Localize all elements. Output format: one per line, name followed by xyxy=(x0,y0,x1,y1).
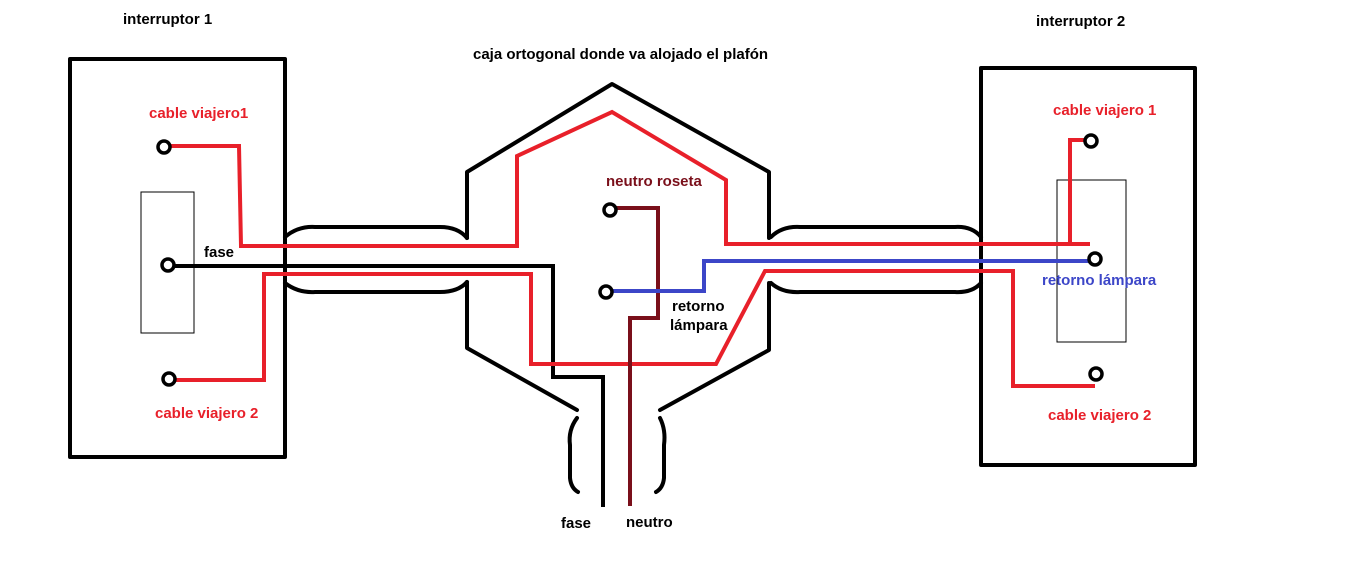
wire-retorno-lampara xyxy=(607,259,1094,293)
terminal-fase-left xyxy=(160,257,176,273)
terminal-viajero2-right xyxy=(1088,366,1104,382)
wire-neutro-roseta xyxy=(611,206,660,506)
terminal-viajero1-right xyxy=(1083,133,1099,149)
conduit-right-top xyxy=(769,224,983,239)
wire-cable-viajero-2 xyxy=(170,269,1095,388)
label-interruptor-1: interruptor 1 xyxy=(123,11,212,28)
label-neutro-bottom: neutro xyxy=(626,514,673,531)
central-box-left xyxy=(465,82,771,240)
terminal-neutro-roseta xyxy=(602,202,618,218)
switch-1-body xyxy=(140,191,195,334)
switch-box-1 xyxy=(68,57,287,459)
label-retorno-lampara-right: retorno lámpara xyxy=(1042,272,1157,289)
label-interruptor-2: interruptor 2 xyxy=(1036,13,1125,30)
terminal-viajero1-left xyxy=(156,139,172,155)
label-caja-title: caja ortogonal donde va alojado el plafó… xyxy=(473,46,768,63)
label-cable-viajero1-right: cable viajero 1 xyxy=(1053,102,1156,119)
label-cable-viajero1-left: cable viajero1 xyxy=(149,105,248,122)
conduit-left-bottom xyxy=(283,280,469,295)
central-box-right-lower xyxy=(658,281,771,412)
wire-fase xyxy=(168,264,605,507)
terminal-viajero2-left xyxy=(161,371,177,387)
label-fase-bottom: fase xyxy=(561,515,591,532)
terminal-retorno-right xyxy=(1087,251,1103,267)
label-neutro-roseta: neutro roseta xyxy=(606,173,703,190)
label-cable-viajero2-right: cable viajero 2 xyxy=(1048,407,1151,424)
central-box-left-lower xyxy=(465,280,579,412)
wire-cable-viajero-1 xyxy=(165,109,1090,248)
conduit-bottom-left xyxy=(567,416,580,494)
switch-box-2 xyxy=(979,66,1197,467)
label-cable-viajero2-left: cable viajero 2 xyxy=(155,405,258,422)
conduit-left-top xyxy=(283,224,469,240)
label-retorno-lampara-center-1: retorno xyxy=(672,298,725,315)
conduit-right-bottom xyxy=(769,281,983,295)
terminal-retorno-center xyxy=(598,284,614,300)
label-fase-left: fase xyxy=(204,244,234,261)
label-retorno-lampara-center-2: lámpara xyxy=(670,317,728,334)
conduit-bottom-right xyxy=(654,416,667,494)
